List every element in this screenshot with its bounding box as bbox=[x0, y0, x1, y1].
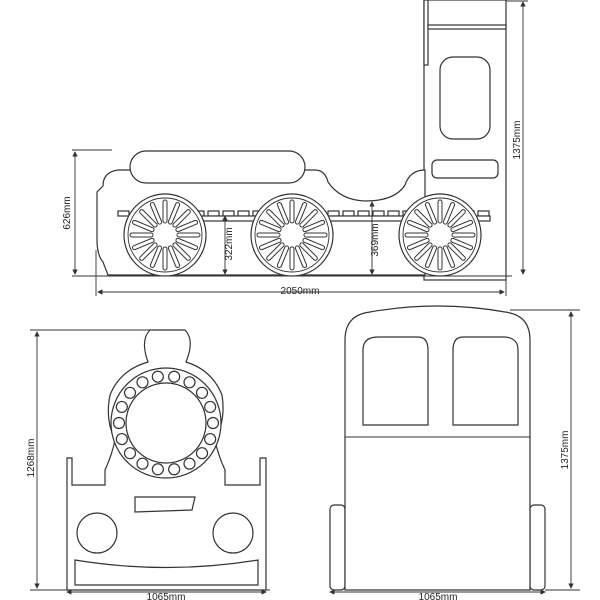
dim-1268: 1268mm bbox=[26, 439, 37, 478]
rivet bbox=[115, 400, 128, 414]
slat bbox=[237, 210, 250, 217]
rivet bbox=[204, 432, 217, 446]
rivet bbox=[183, 376, 196, 389]
rivet bbox=[151, 370, 164, 383]
dim-369: 369mm bbox=[370, 223, 381, 256]
dim-1375-back: 1375mm bbox=[560, 431, 571, 470]
rivet bbox=[183, 457, 196, 470]
slat bbox=[207, 210, 220, 217]
slat bbox=[477, 210, 490, 217]
front-view: 1268mm 1065mm bbox=[26, 329, 270, 600]
rivet bbox=[151, 463, 164, 476]
rivet bbox=[136, 457, 149, 470]
slat bbox=[387, 210, 400, 217]
nameplate bbox=[134, 496, 196, 513]
rivet bbox=[195, 447, 209, 460]
slat bbox=[222, 210, 235, 217]
rivet bbox=[112, 416, 126, 430]
dim-626: 626mm bbox=[62, 196, 73, 229]
side-view: 626mm 322mm 369mm 1375mm 2050mm bbox=[62, 0, 528, 297]
slat bbox=[357, 210, 370, 217]
rivet bbox=[195, 386, 209, 399]
dim-322: 322mm bbox=[224, 227, 235, 260]
window-left bbox=[362, 336, 429, 426]
wheels bbox=[123, 193, 482, 277]
rivet bbox=[136, 376, 149, 389]
dim-1065-front: 1065mm bbox=[147, 592, 186, 600]
rivet bbox=[123, 386, 137, 399]
dim-2050: 2050mm bbox=[281, 286, 320, 297]
back-view: 1375mm 1065mm bbox=[329, 305, 580, 600]
cab-window bbox=[439, 56, 491, 140]
dim-1065-back: 1065mm bbox=[419, 592, 458, 600]
dim-1375-side: 1375mm bbox=[512, 121, 523, 160]
rivet bbox=[204, 400, 217, 414]
rivets bbox=[112, 370, 220, 476]
rivet bbox=[168, 463, 181, 476]
rivet bbox=[115, 432, 128, 446]
boiler-top bbox=[129, 150, 306, 184]
rivet bbox=[123, 447, 137, 460]
window-right bbox=[452, 336, 519, 426]
slat bbox=[342, 210, 355, 217]
slat bbox=[117, 210, 130, 217]
slat bbox=[327, 210, 340, 217]
slat bbox=[372, 210, 385, 217]
rivet bbox=[206, 416, 220, 430]
rivet bbox=[168, 370, 181, 383]
